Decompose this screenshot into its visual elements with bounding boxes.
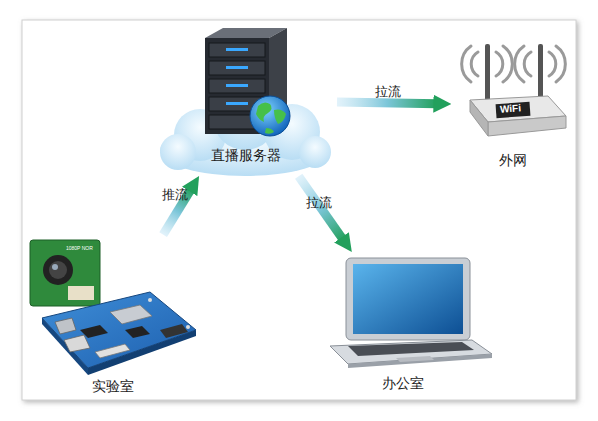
- flow-arrow: [337, 102, 437, 104]
- node-label: 办公室: [382, 375, 424, 391]
- node-label: 实验室: [92, 378, 134, 394]
- frame: [22, 20, 576, 400]
- flow-arrow: [299, 176, 344, 240]
- camera-module: [30, 240, 100, 306]
- node-label: 外网: [499, 152, 527, 168]
- flow-label: 拉流: [306, 195, 332, 210]
- printed-mark: 1080P NOR: [66, 246, 93, 251]
- dev-board: [42, 292, 196, 375]
- flow-label: 拉流: [375, 84, 401, 99]
- server-icon: [205, 28, 290, 136]
- device-node: 办公室: [318, 255, 488, 395]
- device-node: 实验室: [25, 238, 200, 396]
- node-label: 直播服务器: [211, 147, 281, 163]
- laptop-icon: [330, 258, 492, 368]
- device-node: 直播服务器: [158, 28, 333, 173]
- printed-mark: WiFi: [500, 103, 522, 114]
- router-icon: [462, 44, 566, 136]
- flow-label: 推流: [162, 186, 188, 201]
